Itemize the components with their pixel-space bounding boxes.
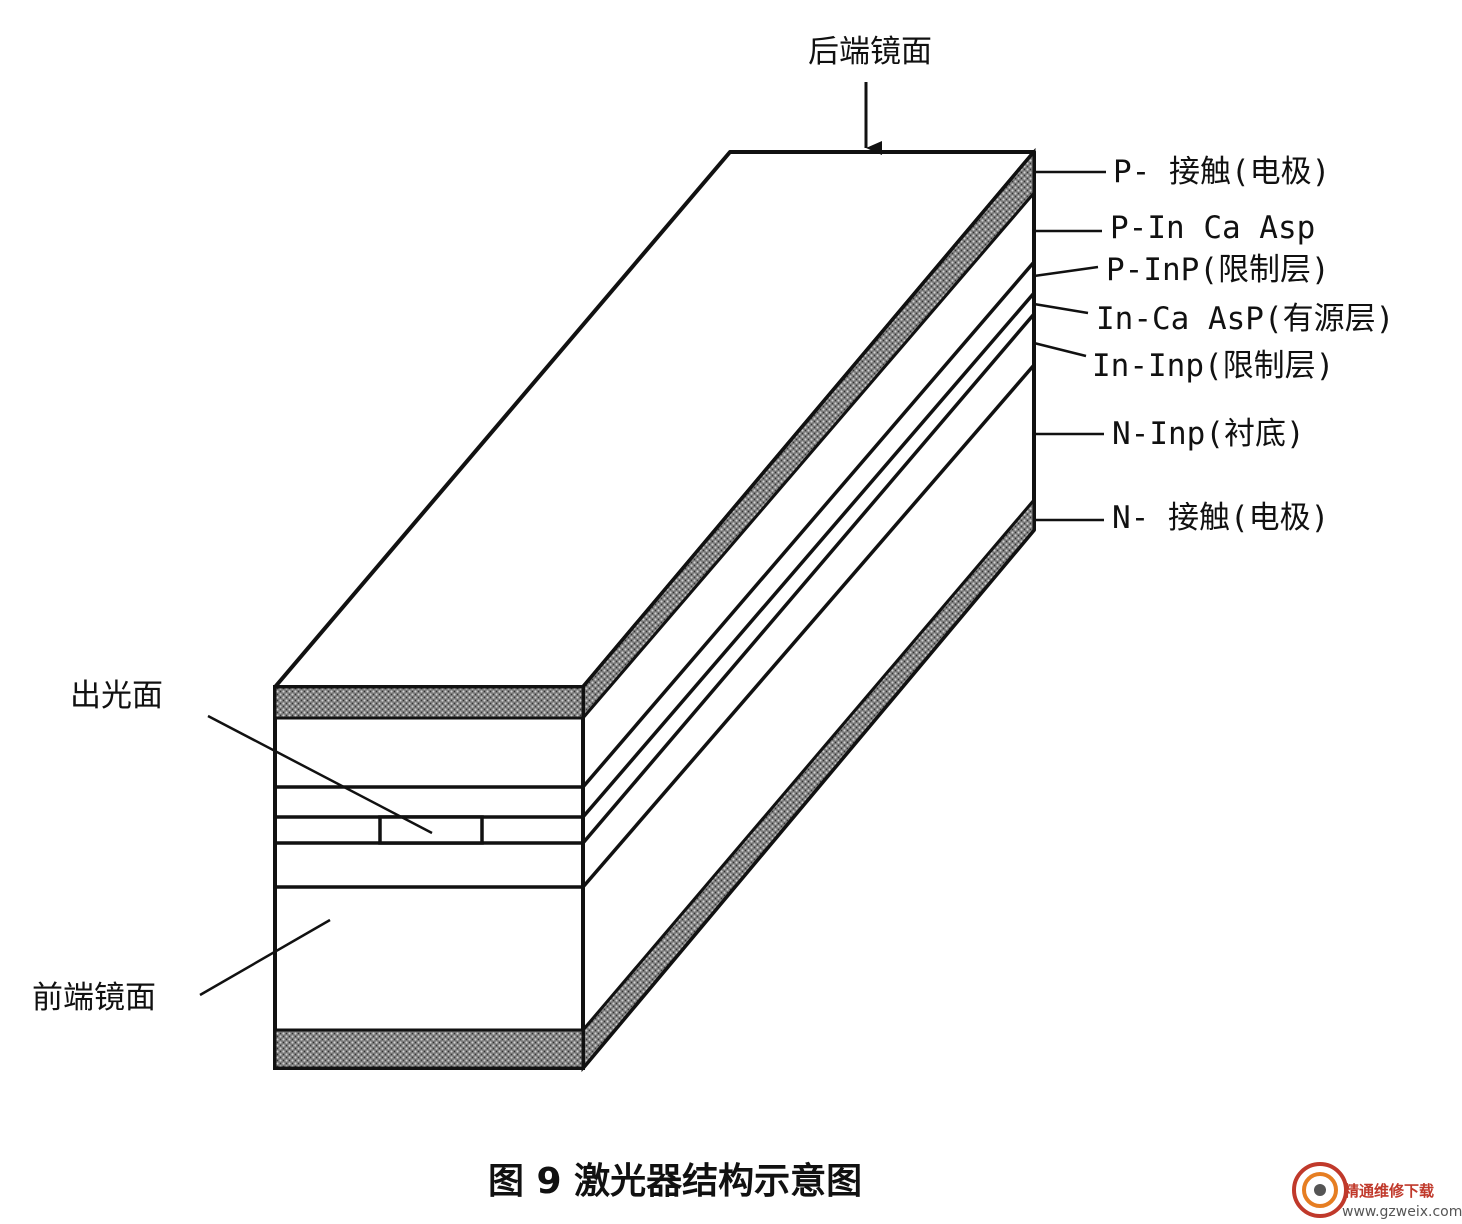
label-p-ingaasp: P-In Ca Asp <box>1110 210 1315 246</box>
active-stripe <box>378 815 484 845</box>
front-n-contact-band <box>273 1028 585 1070</box>
side-layer-lines <box>581 260 1036 889</box>
figure-caption: 图 9 激光器结构示意图 <box>488 1161 862 1202</box>
watermark-url: www.gzweix.com <box>1342 1204 1462 1220</box>
watermark-brand: 精通维修下载 <box>1344 1182 1434 1200</box>
label-p-contact: P- 接触(电极) <box>1113 154 1330 190</box>
label-rear-mirror: 后端镜面 <box>808 34 932 70</box>
label-front-mirror: 前端镜面 <box>32 980 156 1016</box>
right-leader-lines <box>1033 170 1106 522</box>
label-in-inp: In-Inp(限制层) <box>1092 348 1334 384</box>
front-face <box>273 685 585 1070</box>
front-mirror-leader <box>199 918 331 997</box>
label-emit-face: 出光面 <box>70 678 163 714</box>
watermark-logo-icon <box>1292 1162 1348 1218</box>
label-substrate: N-Inp(衬底) <box>1112 416 1305 452</box>
front-p-contact-band <box>273 685 585 720</box>
watermark: 精通维修下载 www.gzweix.com <box>1292 1162 1462 1220</box>
label-p-inp: P-InP(限制层) <box>1106 252 1330 288</box>
label-active-layer: In-Ca AsP(有源层) <box>1096 301 1394 337</box>
label-n-contact: N- 接触(电极) <box>1112 500 1329 536</box>
emit-face-leader <box>207 714 433 835</box>
